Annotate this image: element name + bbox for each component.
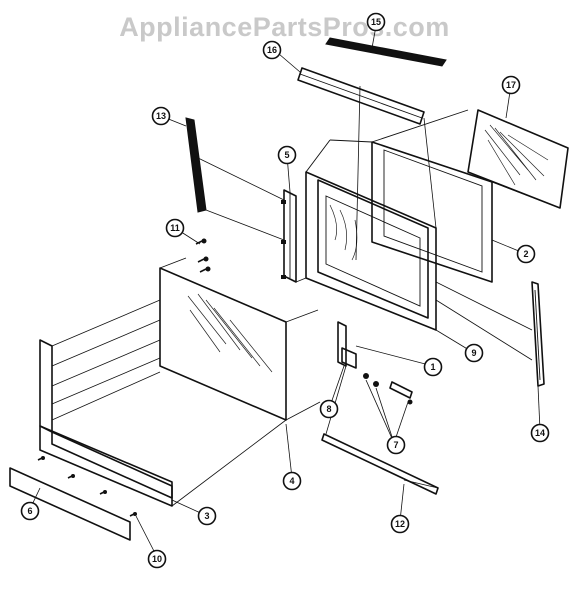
part-10-screws[interactable] — [37, 456, 137, 517]
part-5-hinge-channel[interactable] — [281, 189, 297, 283]
callout-label: 13 — [156, 111, 166, 121]
part-14-right-strip[interactable] — [531, 281, 545, 387]
callout-16[interactable]: 16 — [262, 40, 282, 60]
part-13-left-strip[interactable] — [185, 117, 207, 213]
part-2-inner-frame[interactable] — [371, 109, 561, 283]
callout-label: 3 — [204, 511, 209, 521]
part-4-front-glass[interactable] — [159, 257, 287, 421]
callout-3[interactable]: 3 — [197, 506, 217, 526]
callout-2[interactable]: 2 — [516, 244, 536, 264]
callout-6[interactable]: 6 — [20, 501, 40, 521]
callout-1[interactable]: 1 — [423, 357, 443, 377]
part-3-outer-frame[interactable] — [39, 339, 173, 507]
callout-label: 11 — [170, 223, 180, 233]
callout-label: 6 — [27, 506, 32, 516]
part-7-hinge-pins[interactable] — [363, 373, 413, 405]
callout-label: 1 — [430, 362, 435, 372]
callout-label: 17 — [506, 80, 516, 90]
part-15-top-trim[interactable] — [325, 37, 447, 67]
callout-label: 12 — [395, 519, 405, 529]
callout-17[interactable]: 17 — [501, 75, 521, 95]
callout-label: 8 — [326, 404, 331, 414]
callout-label: 5 — [284, 150, 289, 160]
part-17-back-glass[interactable] — [467, 109, 569, 209]
part-12-bottom-trim[interactable] — [321, 433, 439, 495]
callout-4[interactable]: 4 — [282, 471, 302, 491]
callout-label: 7 — [393, 440, 398, 450]
callout-label: 2 — [523, 249, 528, 259]
callout-15[interactable]: 15 — [366, 12, 386, 32]
callout-13[interactable]: 13 — [151, 106, 171, 126]
callout-5[interactable]: 5 — [277, 145, 297, 165]
callout-10[interactable]: 10 — [147, 549, 167, 569]
callout-12[interactable]: 12 — [390, 514, 410, 534]
part-16-top-channel[interactable] — [297, 67, 425, 125]
part-8-hinge-bracket[interactable] — [337, 321, 357, 369]
part-9-door-frame[interactable] — [305, 139, 437, 331]
callout-label: 10 — [152, 554, 162, 564]
alignment-lines — [51, 85, 533, 507]
callout-label: 4 — [289, 476, 294, 486]
callout-7[interactable]: 7 — [386, 435, 406, 455]
part-11-screws[interactable] — [195, 238, 211, 273]
callout-label: 14 — [535, 428, 545, 438]
callout-9[interactable]: 9 — [464, 343, 484, 363]
callout-11[interactable]: 11 — [165, 218, 185, 238]
callout-14[interactable]: 14 — [530, 423, 550, 443]
callout-8[interactable]: 8 — [319, 399, 339, 419]
callout-label: 16 — [267, 45, 277, 55]
callout-label: 9 — [471, 348, 476, 358]
callout-label: 15 — [371, 17, 381, 27]
part-6-kick-plate[interactable] — [9, 467, 131, 541]
